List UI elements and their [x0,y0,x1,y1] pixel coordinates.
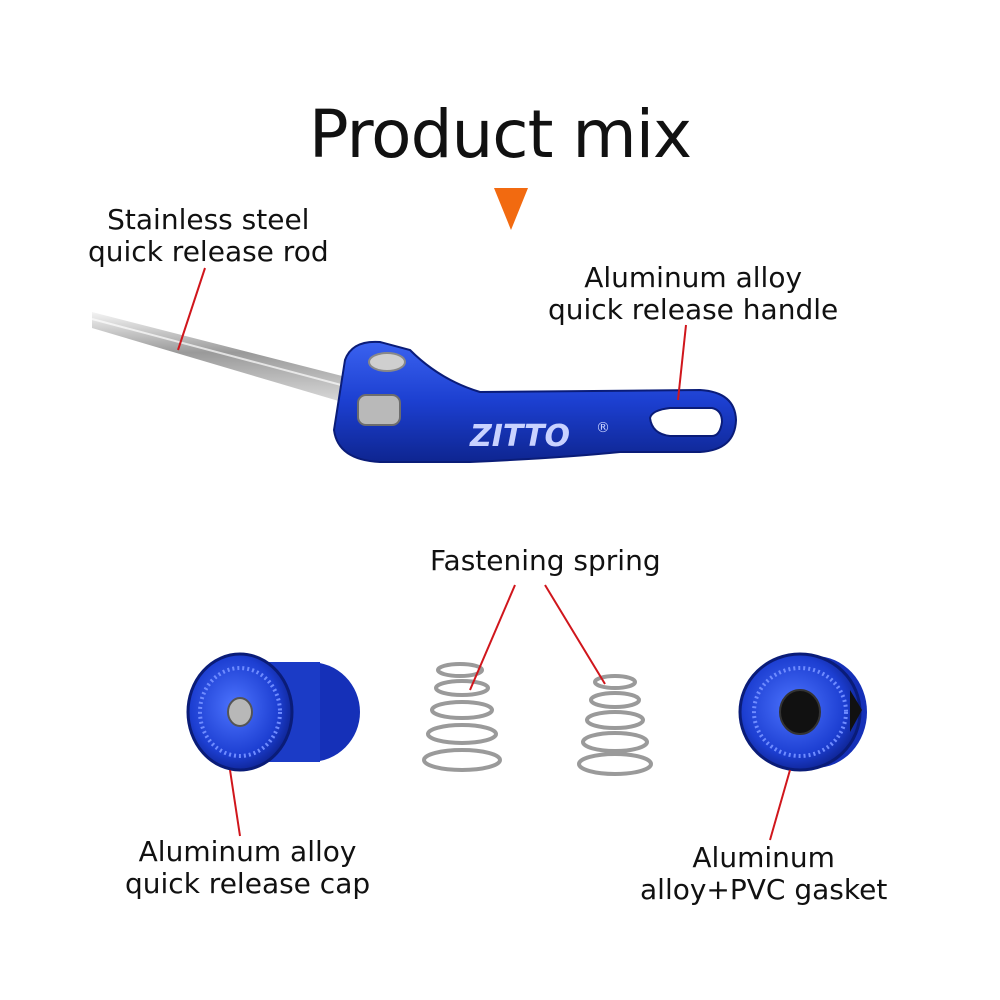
down-arrow-icon [494,188,528,230]
callout-lines [177,267,791,841]
callout-handle [677,324,687,401]
label-cap-line2: quick release cap [125,867,371,900]
label-gasket: Aluminum alloy+PVC gasket [640,842,887,906]
page-title: Product mix [308,96,692,173]
label-cap-line1: Aluminum alloy [138,835,357,868]
callout-cap [229,769,241,837]
label-gasket-line2: alloy+PVC gasket [640,873,888,906]
label-spring: Fastening spring [430,545,661,577]
label-rod: Stainless steel quick release rod [88,204,329,268]
quick-release-rod [91,312,350,402]
label-handle-line1: Aluminum alloy [584,261,803,294]
callout-rod [177,267,206,351]
label-rod-line1: Stainless steel [107,203,310,236]
label-gasket-line1: Aluminum [692,841,835,874]
label-spring-line1: Fastening spring [430,544,661,577]
label-rod-line2: quick release rod [88,235,329,268]
callout-spring-left [469,584,516,691]
label-handle-line2: quick release handle [548,293,839,326]
quick-release-cap [186,652,360,772]
fastening-spring-right [577,674,653,776]
quick-release-handle: ZITTO ® [332,340,738,463]
fastening-spring-left [422,662,502,772]
callout-spring-right [544,584,606,685]
label-cap: Aluminum alloy quick release cap [125,836,370,900]
brand-logo: ZITTO [469,419,570,454]
label-handle: Aluminum alloy quick release handle [548,262,838,326]
callout-gasket [769,769,791,841]
registered-mark: ® [596,420,610,436]
pvc-gasket [738,652,867,772]
